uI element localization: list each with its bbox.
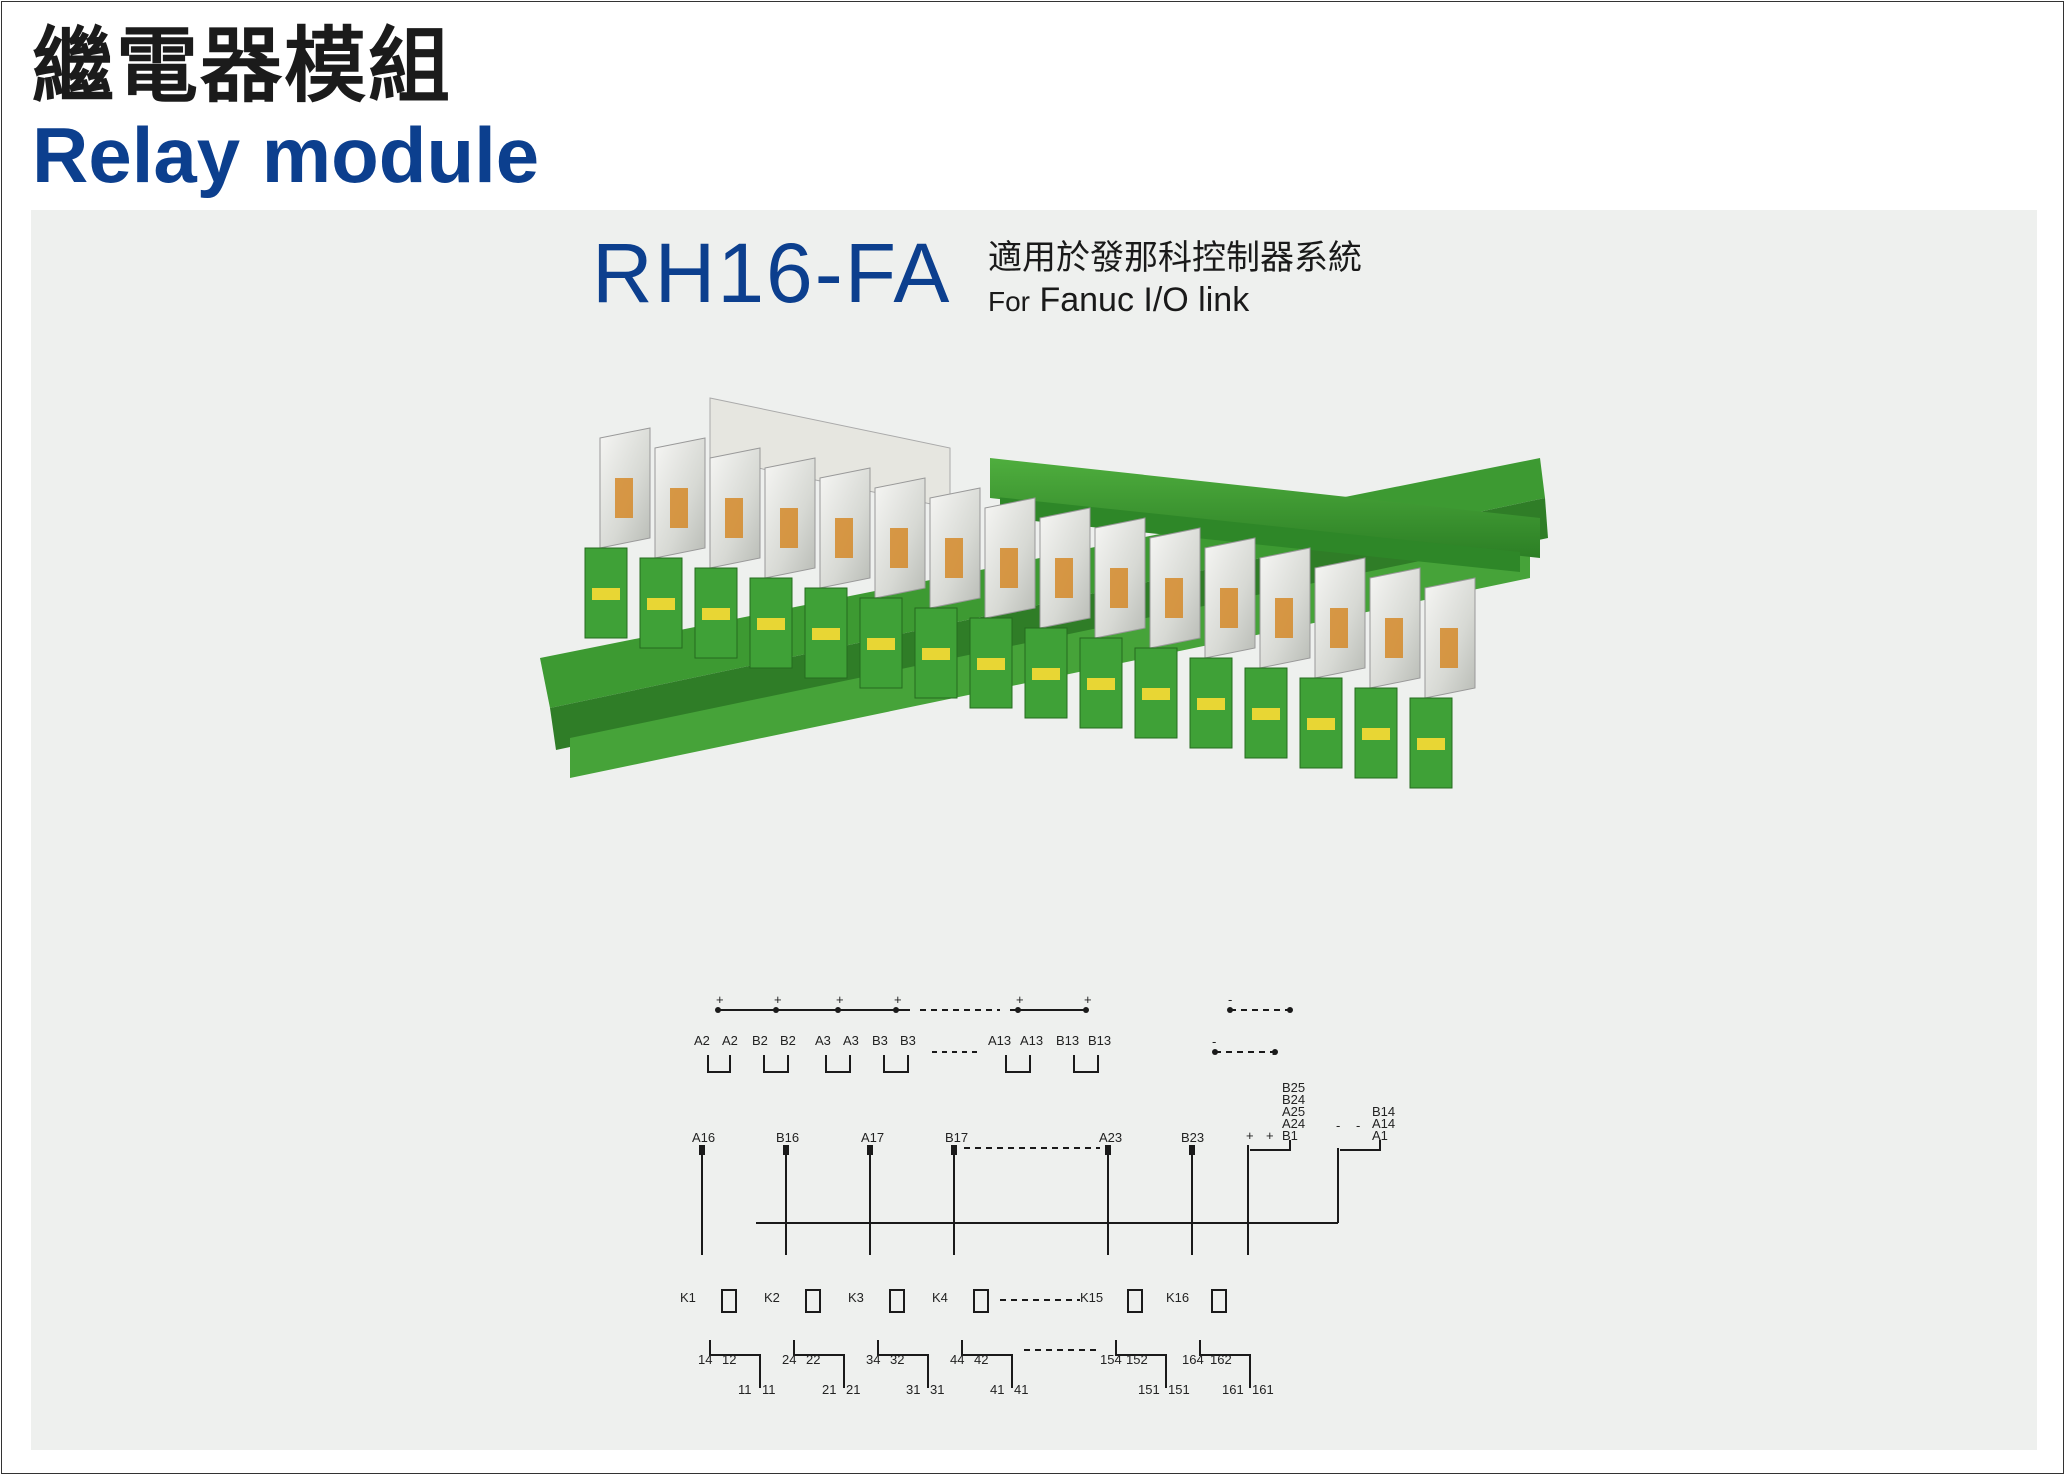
relay-board-photo — [540, 397, 1548, 789]
bus-plus-label-5: + — [1016, 992, 1024, 1007]
bus-terminal-label: A2 — [722, 1033, 738, 1048]
relay-label: K16 — [1166, 1290, 1189, 1305]
contact-nc-label: 12 — [722, 1352, 736, 1367]
contact-no-label: 14 — [698, 1352, 712, 1367]
model-number: RH16-FA — [592, 226, 952, 320]
contact-com-label: 31 — [930, 1382, 944, 1397]
contact-no-label: 154 — [1100, 1352, 1122, 1367]
input-terminal-label: A16 — [692, 1130, 715, 1145]
contact-com-label: 11 — [738, 1382, 752, 1397]
contact-com-label: 151 — [1138, 1382, 1160, 1397]
power-minus-terminal-label: A1 — [1372, 1128, 1388, 1143]
bus-terminal-label: A2 — [694, 1033, 710, 1048]
application-chinese: 適用於發那科控制器系統 — [988, 238, 1362, 278]
bus-minus-label-2: - — [1212, 1034, 1216, 1049]
content-panel — [31, 210, 2037, 1450]
contact-com-label: 151 — [1168, 1382, 1190, 1397]
power-minus-sign: - — [1336, 1118, 1340, 1133]
input-terminal-label: A23 — [1099, 1130, 1122, 1145]
bus-terminal-label: B3 — [872, 1033, 888, 1048]
bus-terminal-label: B13 — [1056, 1033, 1079, 1048]
application-prefix: For — [988, 286, 1030, 317]
page-title-english: Relay module — [32, 111, 540, 199]
contact-nc-label: 152 — [1126, 1352, 1148, 1367]
power-minus-terminal-label: B14 — [1372, 1104, 1395, 1119]
contact-no-label: 34 — [866, 1352, 880, 1367]
application-name: Fanuc I/O link — [1039, 281, 1250, 319]
contact-no-label: 24 — [782, 1352, 796, 1367]
contact-nc-label: 42 — [974, 1352, 988, 1367]
contact-com-label: 31 — [906, 1382, 920, 1397]
relay-label: K4 — [932, 1290, 948, 1305]
bus-terminal-label: A13 — [988, 1033, 1011, 1048]
application-english: For Fanuc I/O link — [988, 280, 1249, 322]
bus-terminal-label: B3 — [900, 1033, 916, 1048]
contact-com-label: 41 — [990, 1382, 1004, 1397]
power-minus-sign: - — [1356, 1118, 1360, 1133]
bus-terminal-label: B2 — [780, 1033, 796, 1048]
power-minus-terminal-label: A14 — [1372, 1116, 1395, 1131]
bus-terminal-label: A3 — [843, 1033, 859, 1048]
power-plus-terminal-label: A24 — [1282, 1116, 1305, 1131]
bus-terminal-label: A13 — [1020, 1033, 1043, 1048]
input-terminal-label: B23 — [1181, 1130, 1204, 1145]
bus-plus-label-3: + — [836, 992, 844, 1007]
power-plus-sign: + — [1246, 1128, 1254, 1143]
contact-com-label: 161 — [1252, 1382, 1274, 1397]
power-plus-terminal-label: B1 — [1282, 1128, 1298, 1143]
bus-plus-label-6: + — [1084, 992, 1092, 1007]
power-plus-sign: + — [1266, 1128, 1274, 1143]
bus-terminal-label: A3 — [815, 1033, 831, 1048]
input-terminal-label: B16 — [776, 1130, 799, 1145]
bus-terminal-label: B2 — [752, 1033, 768, 1048]
page-title-chinese: 繼電器模組 — [32, 19, 453, 114]
bus-plus-label-4: + — [894, 992, 902, 1007]
contact-no-label: 164 — [1182, 1352, 1204, 1367]
contact-com-label: 21 — [822, 1382, 836, 1397]
relay-label: K3 — [848, 1290, 864, 1305]
contact-com-label: 11 — [762, 1382, 776, 1397]
contact-com-label: 21 — [846, 1382, 860, 1397]
power-plus-terminal-label: B25 — [1282, 1080, 1305, 1095]
contact-nc-label: 22 — [806, 1352, 820, 1367]
contact-com-label: 161 — [1222, 1382, 1244, 1397]
contact-no-label: 44 — [950, 1352, 964, 1367]
contact-nc-label: 162 — [1210, 1352, 1232, 1367]
bus-plus-label-1: + — [716, 992, 724, 1007]
input-terminal-label: B17 — [945, 1130, 968, 1145]
power-plus-terminal-label: B24 — [1282, 1092, 1305, 1107]
input-terminal-label: A17 — [861, 1130, 884, 1145]
bus-terminal-label: B13 — [1088, 1033, 1111, 1048]
power-plus-terminal-label: A25 — [1282, 1104, 1305, 1119]
relay-label: K15 — [1080, 1290, 1103, 1305]
bus-plus-label-2: + — [774, 992, 782, 1007]
bus-minus-label-1: - — [1228, 992, 1232, 1007]
relay-label: K1 — [680, 1290, 696, 1305]
bus-minus-label-3: - — [1272, 1046, 1276, 1061]
contact-nc-label: 32 — [890, 1352, 904, 1367]
relay-label: K2 — [764, 1290, 780, 1305]
contact-com-label: 41 — [1014, 1382, 1028, 1397]
